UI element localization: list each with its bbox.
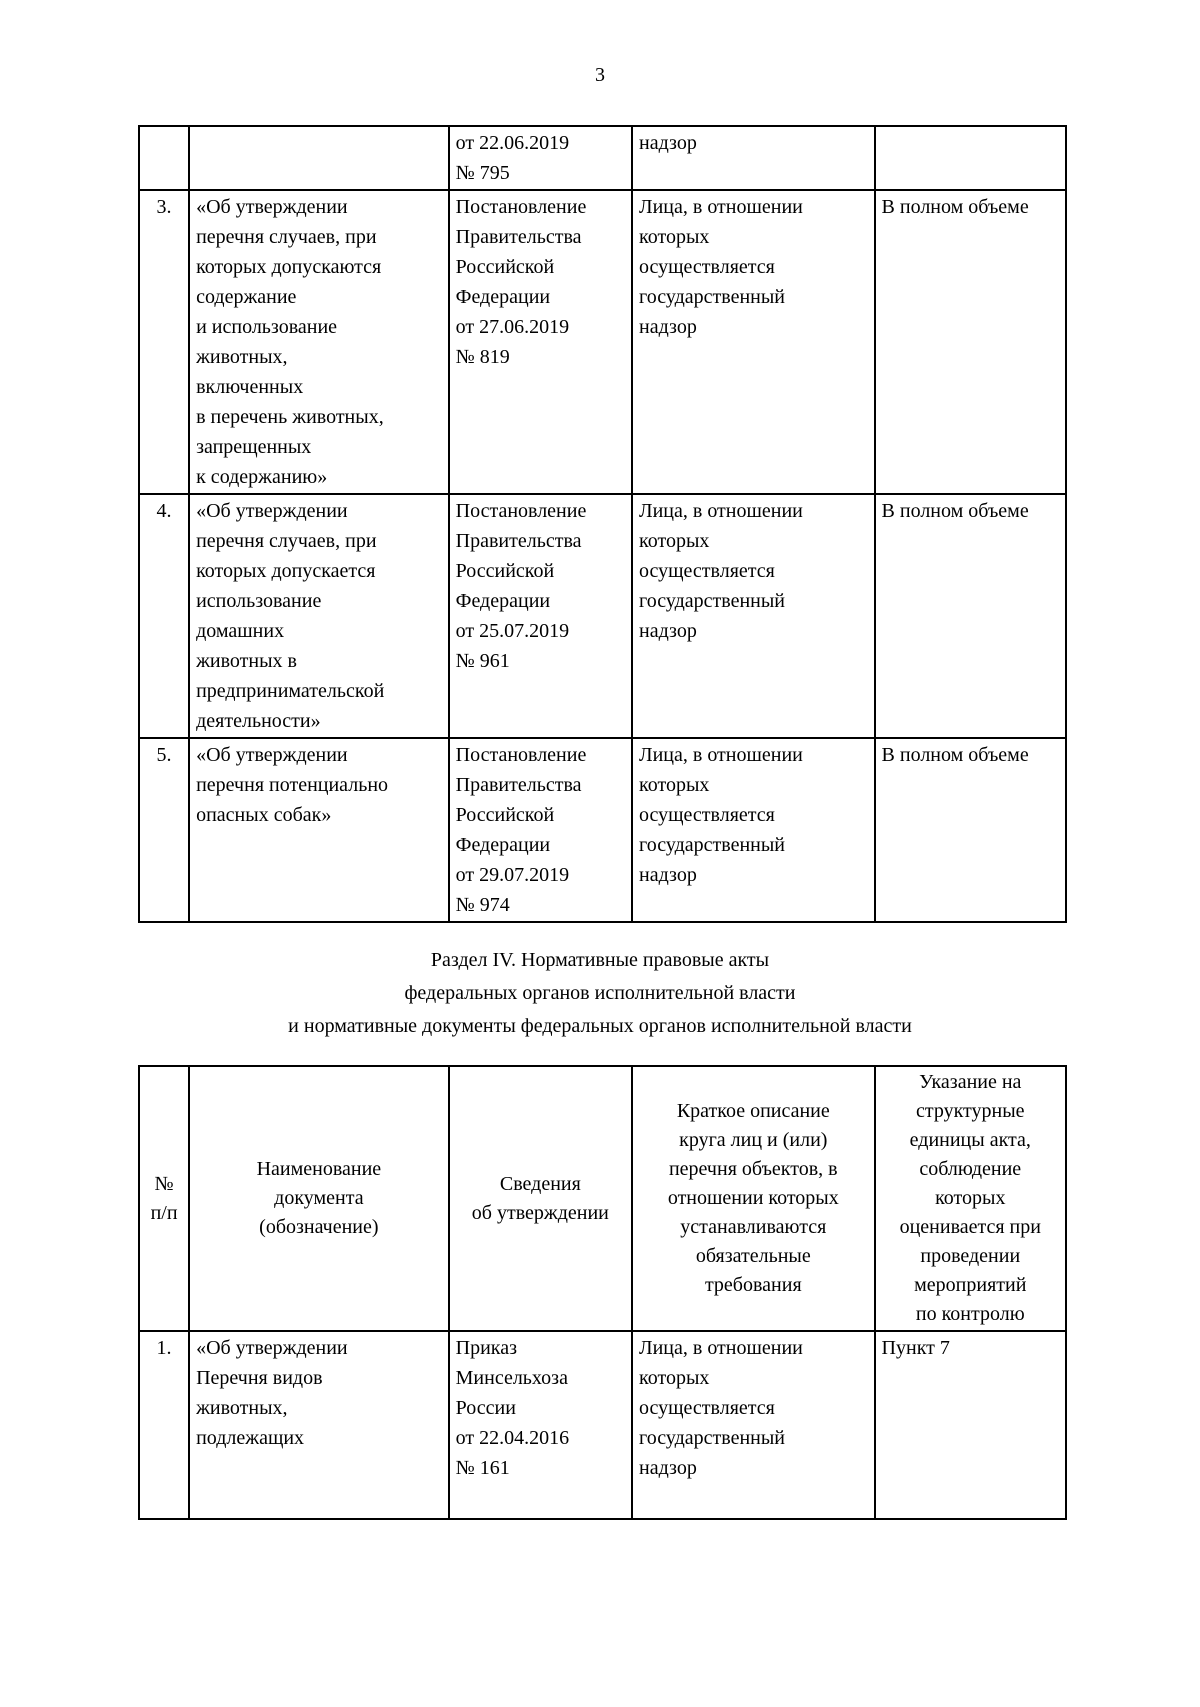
header-number: № п/п xyxy=(137,1065,191,1332)
header-persons-description: Краткое описание круга лиц и (или) переч… xyxy=(631,1065,876,1332)
cell-scope: В полном объеме xyxy=(873,493,1068,739)
cell-number xyxy=(137,125,191,191)
table-normative-acts-continuation: от 22.06.2019 № 795 надзор 3. «Об утверж… xyxy=(137,125,1068,923)
table-row: 5. «Об утверждении перечня потенциально … xyxy=(137,737,1068,923)
cell-number: 1. xyxy=(137,1330,191,1520)
cell-persons-description: Лица, в отношении которых осуществляется… xyxy=(631,493,876,739)
section-heading-line: и нормативные документы федеральных орга… xyxy=(288,1015,912,1037)
cell-persons-description: надзор xyxy=(631,125,876,191)
cell-approval-info: от 22.06.2019 № 795 xyxy=(447,125,634,191)
cell-approval-info: Постановление Правительства Российской Ф… xyxy=(447,737,634,923)
cell-document-name: «Об утверждении перечня потенциально опа… xyxy=(188,737,450,923)
cell-persons-description: Лица, в отношении которых осуществляется… xyxy=(631,737,876,923)
cell-number: 5. xyxy=(137,737,191,923)
header-approval-info: Сведения об утверждении xyxy=(447,1065,634,1332)
table-header-row: № п/п Наименование документа (обозначени… xyxy=(137,1065,1068,1332)
cell-scope: В полном объеме xyxy=(873,737,1068,923)
cell-document-name xyxy=(188,125,450,191)
cell-scope xyxy=(873,125,1068,191)
table-row-continuation: от 22.06.2019 № 795 надзор xyxy=(137,125,1068,191)
cell-document-name: «Об утверждении перечня случаев, при кот… xyxy=(188,493,450,739)
cell-scope: В полном объеме xyxy=(873,189,1068,495)
section-iv-heading: Раздел IV. Нормативные правовые акты фед… xyxy=(0,944,1200,1043)
cell-persons-description: Лица, в отношении которых осуществляется… xyxy=(631,189,876,495)
cell-number: 3. xyxy=(137,189,191,495)
header-document-name: Наименование документа (обозначение) xyxy=(188,1065,450,1332)
cell-structural-units: Пункт 7 xyxy=(873,1330,1068,1520)
table-row: 1. «Об утверждении Перечня видов животны… xyxy=(137,1330,1068,1520)
header-structural-units: Указание на структурные единицы акта, со… xyxy=(873,1065,1068,1332)
cell-number: 4. xyxy=(137,493,191,739)
cell-document-name: «Об утверждении Перечня видов животных, … xyxy=(188,1330,450,1520)
section-heading-line: федеральных органов исполнительной власт… xyxy=(404,982,796,1004)
cell-approval-info: Постановление Правительства Российской Ф… xyxy=(447,493,634,739)
page-number: 3 xyxy=(595,64,605,86)
section-heading-line: Раздел IV. Нормативные правовые акты xyxy=(430,949,770,971)
cell-approval-info: Постановление Правительства Российской Ф… xyxy=(447,189,634,495)
cell-approval-info: Приказ Минсельхоза России от 22.04.2016 … xyxy=(447,1330,634,1520)
cell-document-name: «Об утверждении перечня случаев, при кот… xyxy=(188,189,450,495)
table-federal-executive-acts: № п/п Наименование документа (обозначени… xyxy=(137,1065,1068,1520)
table-row: 3. «Об утверждении перечня случаев, при … xyxy=(137,189,1068,495)
table-row: 4. «Об утверждении перечня случаев, при … xyxy=(137,493,1068,739)
cell-persons-description: Лица, в отношении которых осуществляется… xyxy=(631,1330,876,1520)
